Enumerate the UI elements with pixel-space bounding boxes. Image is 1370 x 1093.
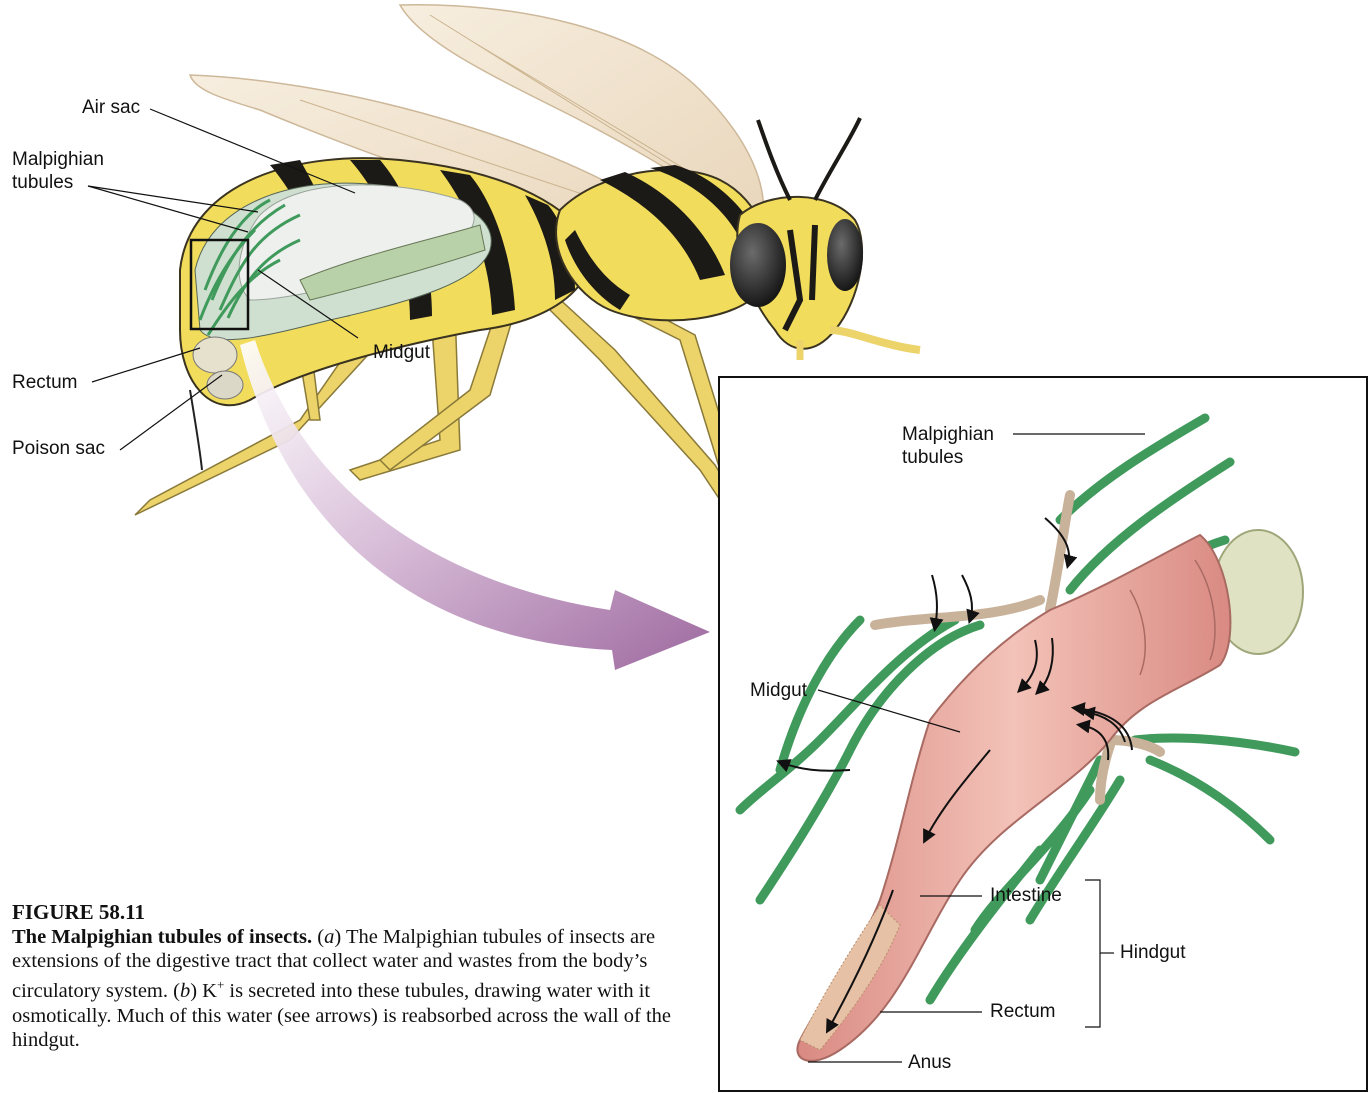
caption-run: ) K (190, 980, 217, 1002)
label-rectum-b: Rectum (990, 1001, 1055, 1024)
label-intestine: Intestine (990, 885, 1062, 908)
figure-caption: FIGURE 58.11 The Malpighian tubules of i… (12, 900, 712, 1053)
compound-eye-left (730, 223, 786, 307)
label-malpighian-tubules-a: Malpighian tubules (12, 149, 104, 195)
caption-run: a (324, 926, 334, 948)
label-anus: Anus (908, 1052, 951, 1075)
label-rectum-a: Rectum (12, 372, 77, 395)
label-hindgut: Hindgut (1120, 942, 1186, 965)
label-malpighian-line1: Malpighian (12, 149, 104, 172)
caption-run: ( (312, 926, 324, 948)
label-midgut-b: Midgut (750, 680, 807, 703)
rectum-shape (193, 337, 237, 373)
figure-title: The Malpighian tubules of insects. (12, 926, 312, 948)
caption-run: b (180, 980, 190, 1002)
antenna-left (758, 120, 790, 200)
antenna-right (815, 118, 860, 200)
compound-eye-right (827, 219, 863, 291)
label-air-sac: Air sac (82, 97, 140, 120)
label-malpighian-b-line1: Malpighian (902, 424, 994, 447)
label-malpighian-line2: tubules (12, 172, 104, 195)
label-malpighian-tubules-b: Malpighian tubules (902, 424, 994, 470)
poison-sac-shape (207, 371, 243, 399)
label-poison-sac: Poison sac (12, 438, 105, 461)
label-malpighian-b-line2: tubules (902, 447, 994, 470)
figure-number: FIGURE 58.11 (12, 900, 712, 925)
label-midgut-a: Midgut (373, 342, 430, 365)
